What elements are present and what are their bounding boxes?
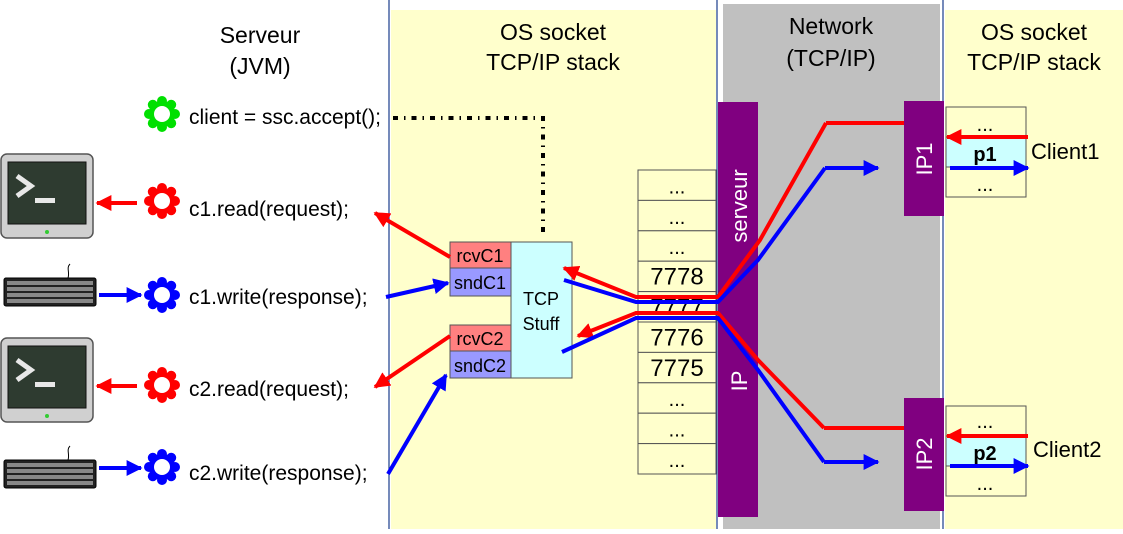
rcvC1-to-read-arrow [373,211,452,259]
client2-port-dots-top: ... [977,411,994,433]
client1-port-p1-label: p1 [973,144,996,166]
port-row [637,412,717,445]
c2-read-thread-gear-icon [144,367,180,403]
server-ip-bar-top-label: serveur [727,169,752,242]
port-label: ... [669,450,686,472]
flow-red-client2 [576,311,826,430]
c2-read-code: c2.read(request); [189,378,349,401]
port-label: ... [669,176,686,198]
terminal-icon-2 [1,338,93,422]
port-label: 7775 [650,355,703,382]
rcvC1-label: rcvC1 [456,246,503,266]
client2-port-p2-label: p2 [973,443,996,465]
port-label: 7778 [650,264,703,291]
client2-port-row-bottom [945,465,1027,497]
rcvC2-label: rcvC2 [456,329,503,349]
accept-link-dotted [393,116,545,238]
flow-blue-client1 [563,166,827,304]
port-label: ... [669,420,686,442]
client1-label: Client1 [1031,139,1099,164]
client2-label: Client2 [1033,437,1101,462]
port-label: ... [669,389,686,411]
ip1-block [904,101,944,216]
network-title-line2: (TCP/IP) [786,45,875,71]
port-row [637,260,717,293]
accept-code: client = ssc.accept(); [189,106,381,129]
c2-write-code: c2.write(response); [189,462,368,485]
client1-port-dots-bottom: ... [977,174,994,196]
sndC1-buffer [449,267,512,297]
tcp-stuff-box [510,241,573,379]
client1-port-row-top [945,106,1027,138]
rcvC2-buffer [449,324,512,352]
os-right-title-line1: OS socket [981,19,1088,45]
c1-read-code: c1.read(request); [189,198,349,221]
sndC2-label: sndC2 [454,356,506,376]
port-row [637,351,717,384]
c1-read-thread-gear-icon [144,183,180,219]
tcp-stuff-line1: TCP [523,289,559,309]
server-ip-bar [718,102,758,517]
network-title-line1: Network [789,13,874,39]
ip1-label: IP1 [912,142,937,175]
os-right-title-line2: TCP/IP stack [967,49,1101,75]
port-label: 7776 [650,324,703,351]
c2-write-thread-gear-icon [144,449,180,485]
rcvC2-to-read-arrow [373,334,452,389]
flow-red-client1 [562,122,828,299]
c1-write-thread-gear-icon [144,277,180,313]
accept-thread-gear-icon [144,96,180,132]
sndC1-label: sndC1 [454,273,506,293]
client1-port-dots-top: ... [977,114,994,136]
write-to-sndC2-arrow [386,373,448,476]
network-zone [723,4,940,529]
os-left-title-line2: TCP/IP stack [486,49,620,75]
server-title-line1: Serveur [220,22,301,48]
port-label: ... [669,237,686,259]
sndC2-buffer [449,350,512,379]
client2-port-dots-bottom: ... [977,473,994,495]
flow-blue-client2 [561,316,826,464]
tcp-stuff-line2: Stuff [523,314,561,334]
ip2-block [904,398,944,511]
port-row [637,443,717,475]
server-ip-bar-bottom-label: IP [727,371,752,392]
port-table: .........7778777777767775......... [637,169,717,475]
port-row [637,199,717,232]
server-title-line2: (JVM) [229,53,290,79]
port-row [637,382,717,414]
terminal-icon-1 [1,154,93,238]
c1-write-code: c1.write(response); [189,286,368,309]
os-left-title-line1: OS socket [500,19,607,45]
port-row [637,230,717,262]
write-to-sndC1-arrow [385,278,450,299]
port-row [637,321,717,353]
port-label: ... [669,207,686,229]
ip2-label: IP2 [912,437,937,470]
